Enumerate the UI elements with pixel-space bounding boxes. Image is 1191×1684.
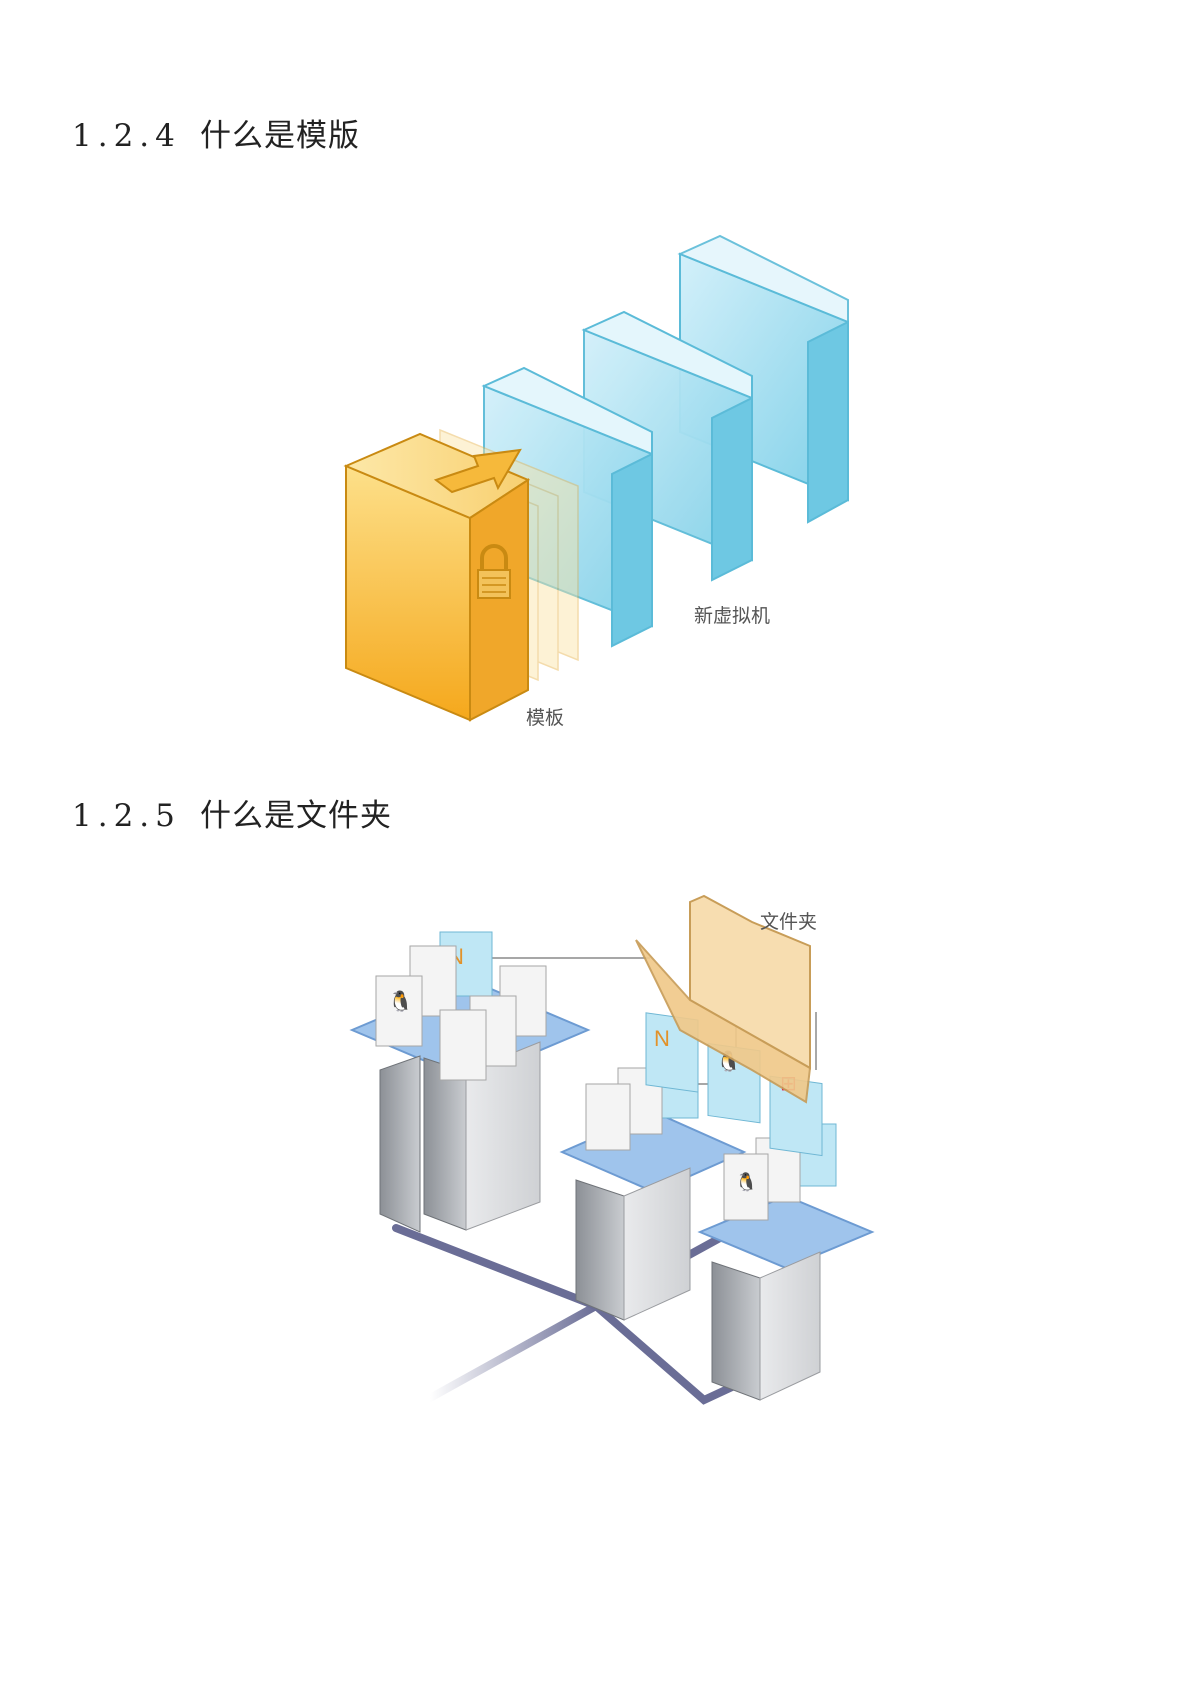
section-heading-1-2-4: 1.2.4 什么是模版 bbox=[72, 110, 360, 155]
host-3: 🐧 bbox=[697, 1123, 875, 1401]
lock-icon bbox=[477, 544, 511, 599]
vm-cluster-1: N 🐧 bbox=[375, 931, 547, 1081]
host-2 bbox=[559, 1051, 747, 1321]
section-title: 什么是模版 bbox=[200, 118, 360, 154]
folder-icon: N 🐧 ⊞ bbox=[635, 894, 823, 1157]
folder-diagram: N 🐧 🐧 bbox=[349, 894, 875, 1405]
label-folder: 文件夹 bbox=[760, 911, 817, 933]
linux-icon: 🐧 bbox=[735, 1171, 757, 1193]
os-badge-n: N bbox=[654, 1026, 670, 1051]
template-diagram: 新虚拟机 模板 bbox=[343, 234, 849, 729]
label-new-vms: 新虚拟机 bbox=[694, 605, 770, 627]
arrow-right-icon bbox=[433, 448, 522, 494]
host-1: N 🐧 bbox=[349, 931, 591, 1233]
section-title: 什么是文件夹 bbox=[200, 798, 392, 834]
section-heading-1-2-5: 1.2.5 什么是文件夹 bbox=[72, 790, 392, 835]
linux-icon: 🐧 bbox=[388, 989, 413, 1013]
section-number: 1.2.4 bbox=[72, 118, 181, 154]
template-box bbox=[343, 432, 531, 722]
section-number: 1.2.5 bbox=[72, 798, 181, 834]
label-template: 模板 bbox=[526, 707, 564, 729]
